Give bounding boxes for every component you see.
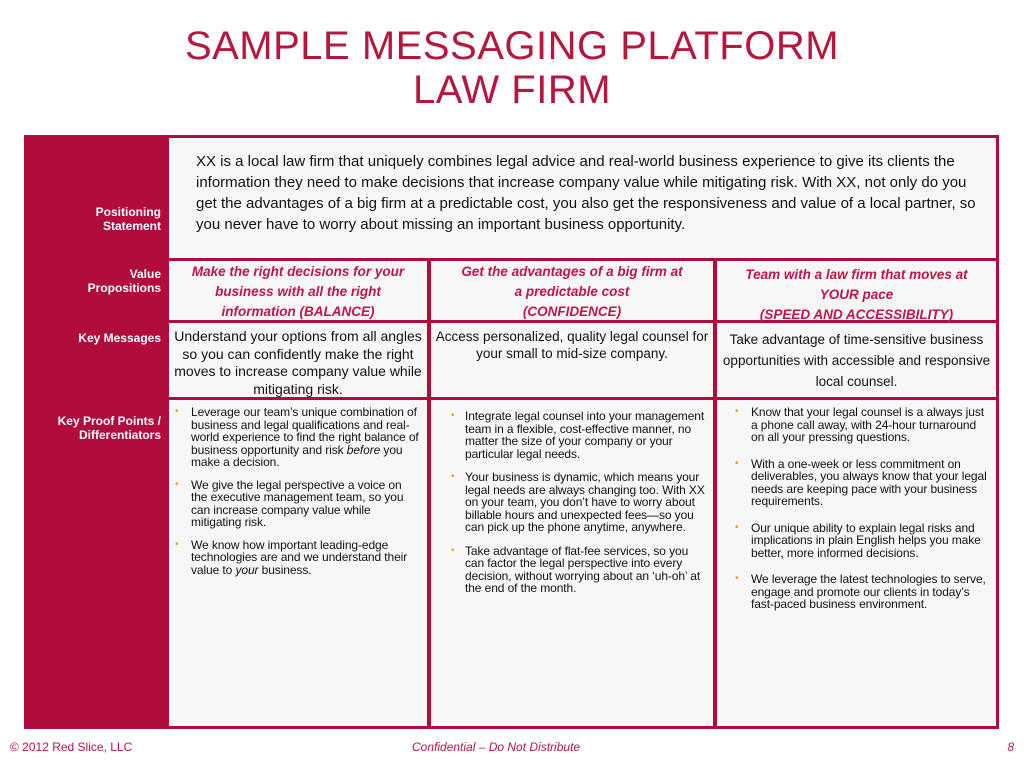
bullet-icon: • xyxy=(735,406,739,417)
page-title: SAMPLE MESSAGING PLATFORM LAW FIRM xyxy=(0,24,1024,112)
title-line-1: SAMPLE MESSAGING PLATFORM xyxy=(184,24,840,68)
column-balance: Make the right decisions for your busine… xyxy=(169,261,427,726)
row-label-proof-points: Key Proof Points / Differentiators xyxy=(24,414,161,442)
proof-points-cell: •Leverage our team’s unique combination … xyxy=(169,400,427,726)
row-label-text: Statement xyxy=(102,219,161,233)
row-label-text: Differentiators xyxy=(78,428,161,442)
bullet-icon: • xyxy=(175,478,179,490)
bullet-icon: • xyxy=(175,406,179,417)
value-proposition-line: Get the advantages of a big firm at xyxy=(461,264,683,279)
row-label-text: Key Proof Points / xyxy=(57,414,161,428)
value-proposition-cell: Get the advantages of a big firm at a pr… xyxy=(431,261,713,320)
proof-point: •Your business is dynamic, which means y… xyxy=(451,470,705,534)
value-proposition-line: information (BALANCE) xyxy=(221,304,375,319)
bullet-icon: • xyxy=(175,538,179,550)
messaging-table: Positioning Statement Value Propositions… xyxy=(24,135,999,729)
proof-point: •We leverage the latest technologies to … xyxy=(735,572,986,611)
value-proposition-cell: Make the right decisions for your busine… xyxy=(169,261,427,320)
positioning-statement-text: XX is a local law firm that uniquely com… xyxy=(196,153,976,233)
title-line-2: LAW FIRM xyxy=(412,68,612,112)
column-speed-accessibility: Team with a law firm that moves at YOUR … xyxy=(717,261,996,726)
footer-page-number: 8 xyxy=(1007,740,1014,754)
value-proposition-line: YOUR pace xyxy=(819,287,894,302)
bullet-icon: • xyxy=(451,410,455,421)
row-label-text: Value xyxy=(129,267,161,281)
value-proposition-line: (CONFIDENCE) xyxy=(522,304,622,319)
row-label-text: Propositions xyxy=(87,281,161,295)
proof-point: •Leverage our team’s unique combination … xyxy=(175,405,419,469)
proof-point: •Take advantage of flat-fee services, so… xyxy=(451,543,701,595)
proof-point: •With a one-week or less commitment on d… xyxy=(735,456,987,508)
footer-copyright: © 2012 Red Slice, LLC xyxy=(10,740,133,754)
bullet-icon: • xyxy=(451,544,455,556)
positioning-statement-cell: XX is a local law firm that uniquely com… xyxy=(169,138,996,258)
footer-confidential: Confidential – Do Not Distribute xyxy=(412,740,581,754)
proof-point: •We give the legal perspective a voice o… xyxy=(175,477,404,529)
key-message-cell: Understand your options from all angles … xyxy=(169,323,427,397)
row-label-key-messages: Key Messages xyxy=(24,331,161,345)
bullet-icon: • xyxy=(451,471,455,482)
value-proposition-line: a predictable cost xyxy=(514,284,630,299)
row-label-text: Key Messages xyxy=(78,331,161,345)
bullet-icon: • xyxy=(735,573,739,584)
proof-point: •Integrate legal counsel into your manag… xyxy=(451,409,705,461)
key-message-cell: Access personalized, quality legal couns… xyxy=(431,323,713,397)
bullet-icon: • xyxy=(735,521,739,533)
proof-point: •We know how important leading-edge tech… xyxy=(175,537,408,577)
row-label-positioning: Positioning Statement xyxy=(24,205,161,233)
value-proposition-line: business with all the right xyxy=(215,284,381,299)
value-proposition-line: (SPEED AND ACCESSIBILITY) xyxy=(759,307,954,322)
bullet-icon: • xyxy=(735,457,739,469)
value-proposition-line: Make the right decisions for your xyxy=(191,264,405,279)
proof-point: •Our unique ability to explain legal ris… xyxy=(735,520,981,560)
row-label-text: Positioning xyxy=(95,205,161,219)
value-proposition-line: Team with a law firm that moves at xyxy=(745,267,968,282)
proof-points-cell: •Know that your legal counsel is a alway… xyxy=(717,400,996,726)
proof-points-cell: •Integrate legal counsel into your manag… xyxy=(431,400,713,726)
proof-point: •Know that your legal counsel is a alway… xyxy=(735,405,984,444)
column-confidence: Get the advantages of a big firm at a pr… xyxy=(431,261,713,726)
value-proposition-cell: Team with a law firm that moves at YOUR … xyxy=(717,261,996,322)
row-label-value-propositions: Value Propositions xyxy=(24,267,161,295)
key-message-cell: Take advantage of time-sensitive busines… xyxy=(717,323,996,397)
